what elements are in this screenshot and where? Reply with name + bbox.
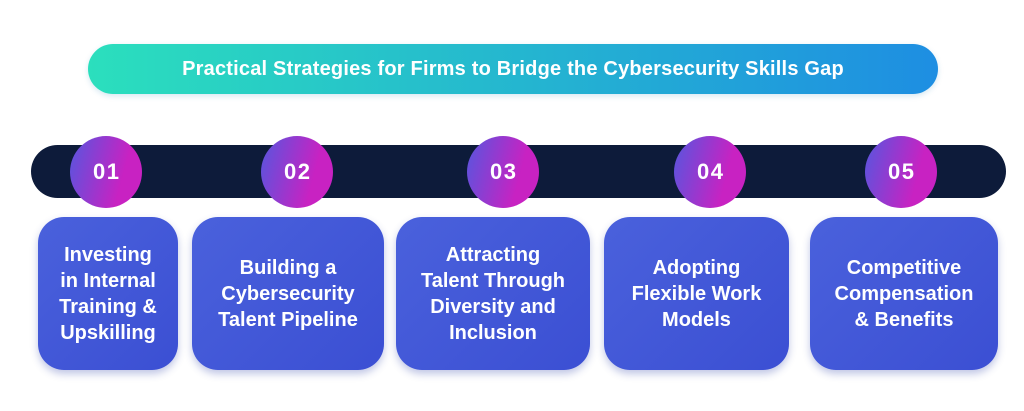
step-number: 05 <box>888 159 916 184</box>
step-number: 02 <box>284 159 312 184</box>
step-card-flexible-work: Adopting Flexible Work Models <box>604 217 789 370</box>
step-card-diversity-inclusion: Attracting Talent Through Diversity and … <box>396 217 590 370</box>
step-card-talent-pipeline: Building a Cybersecurity Talent Pipeline <box>192 217 384 370</box>
step-number: 01 <box>93 159 121 184</box>
page-title: Practical Strategies for Firms to Bridge… <box>182 57 844 80</box>
step-number: 03 <box>490 159 518 184</box>
step-badge-05: 05 <box>865 136 937 208</box>
title-banner: Practical Strategies for Firms to Bridge… <box>88 44 938 94</box>
step-badge-01: 01 <box>70 136 142 208</box>
step-badge-03: 03 <box>467 136 539 208</box>
step-card-compensation-benefits: Competitive Compensation & Benefits <box>810 217 998 370</box>
step-card-label: Adopting Flexible Work Models <box>631 256 762 331</box>
step-card-label: Competitive Compensation & Benefits <box>834 256 974 331</box>
step-card-label: Investing in Internal Training & Upskill… <box>59 243 157 344</box>
step-number: 04 <box>697 159 725 184</box>
step-card-label: Attracting Talent Through Diversity and … <box>420 243 566 344</box>
step-badge-04: 04 <box>674 136 746 208</box>
step-card-label: Building a Cybersecurity Talent Pipeline <box>218 256 358 331</box>
step-card-internal-training: Investing in Internal Training & Upskill… <box>38 217 178 370</box>
step-badge-02: 02 <box>261 136 333 208</box>
